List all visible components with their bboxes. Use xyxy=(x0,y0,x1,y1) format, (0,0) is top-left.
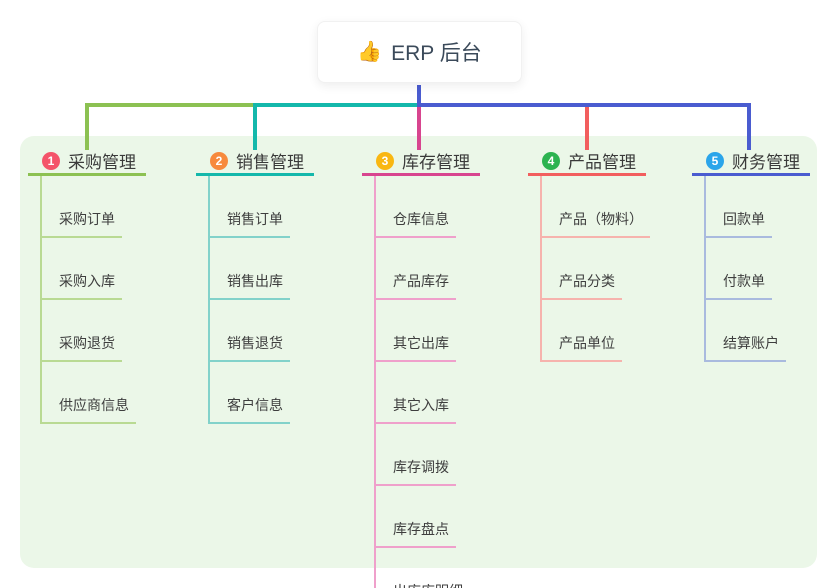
branch-number-badge: 2 xyxy=(210,151,228,170)
child-node[interactable]: 客户信息 xyxy=(210,362,290,424)
branch-title: 库存管理 xyxy=(402,153,470,172)
branch-children: 仓库信息产品库存其它出库其它入库库存调拨库存盘点出库库明细 xyxy=(374,176,470,588)
connector-root-drop xyxy=(417,85,421,107)
branch-node-product[interactable]: 4 产品管理 xyxy=(528,148,646,176)
child-node[interactable]: 采购退货 xyxy=(42,300,122,362)
branch-children: 采购订单采购入库采购退货供应商信息 xyxy=(40,176,136,424)
child-node[interactable]: 仓库信息 xyxy=(376,176,456,238)
branch-number-badge: 1 xyxy=(42,151,60,170)
branch-title: 产品管理 xyxy=(568,153,636,172)
root-node[interactable]: 👍 ERP 后台 xyxy=(317,21,522,83)
connector-drop-inventory xyxy=(417,107,421,150)
connector-spine-green xyxy=(85,103,253,107)
child-node[interactable]: 回款单 xyxy=(706,176,772,238)
root-node-label: ERP 后台 xyxy=(391,42,482,65)
connector-drop-finance xyxy=(747,103,751,150)
branch-number-badge: 3 xyxy=(376,151,394,170)
branches-panel xyxy=(20,136,817,568)
branch-node-purchase[interactable]: 1 采购管理 xyxy=(28,148,146,176)
connector-spine-teal xyxy=(253,103,417,107)
connector-drop-purchase xyxy=(85,103,89,150)
branch-children: 销售订单销售出库销售退货客户信息 xyxy=(208,176,290,424)
branch-number-badge: 5 xyxy=(706,151,724,170)
child-node[interactable]: 其它入库 xyxy=(376,362,456,424)
child-node[interactable]: 产品库存 xyxy=(376,238,456,300)
child-node[interactable]: 结算账户 xyxy=(706,300,786,362)
child-node[interactable]: 产品分类 xyxy=(542,238,622,300)
child-node[interactable]: 库存调拨 xyxy=(376,424,456,486)
child-node[interactable]: 销售退货 xyxy=(210,300,290,362)
child-node[interactable]: 产品单位 xyxy=(542,300,622,362)
branch-column-sales: 2 销售管理 销售订单销售出库销售退货客户信息 xyxy=(196,148,314,424)
branch-title: 采购管理 xyxy=(68,153,136,172)
child-node[interactable]: 付款单 xyxy=(706,238,772,300)
connector-spine-blue xyxy=(417,103,751,107)
branch-title: 销售管理 xyxy=(236,153,304,172)
branch-column-finance: 5 财务管理 回款单付款单结算账户 xyxy=(692,148,810,362)
branch-column-product: 4 产品管理 产品（物料）产品分类产品单位 xyxy=(528,148,650,362)
child-node[interactable]: 销售订单 xyxy=(210,176,290,238)
branch-column-purchase: 1 采购管理 采购订单采购入库采购退货供应商信息 xyxy=(28,148,146,424)
branch-children: 回款单付款单结算账户 xyxy=(704,176,786,362)
branch-title: 财务管理 xyxy=(732,153,800,172)
child-node[interactable]: 产品（物料） xyxy=(542,176,650,238)
child-node[interactable]: 库存盘点 xyxy=(376,486,456,548)
branch-column-inventory: 3 库存管理 仓库信息产品库存其它出库其它入库库存调拨库存盘点出库库明细 xyxy=(362,148,480,588)
branch-children: 产品（物料）产品分类产品单位 xyxy=(540,176,650,362)
child-node[interactable]: 销售出库 xyxy=(210,238,290,300)
child-node[interactable]: 采购入库 xyxy=(42,238,122,300)
branch-node-finance[interactable]: 5 财务管理 xyxy=(692,148,810,176)
child-node[interactable]: 其它出库 xyxy=(376,300,456,362)
thumbs-up-icon: 👍 xyxy=(357,41,383,63)
branch-number-badge: 4 xyxy=(542,151,560,170)
connector-drop-sales xyxy=(253,103,257,150)
child-node[interactable]: 出库库明细 xyxy=(376,548,470,588)
branch-node-inventory[interactable]: 3 库存管理 xyxy=(362,148,480,176)
branch-node-sales[interactable]: 2 销售管理 xyxy=(196,148,314,176)
child-node[interactable]: 采购订单 xyxy=(42,176,122,238)
connector-drop-product xyxy=(585,107,589,150)
child-node[interactable]: 供应商信息 xyxy=(42,362,136,424)
